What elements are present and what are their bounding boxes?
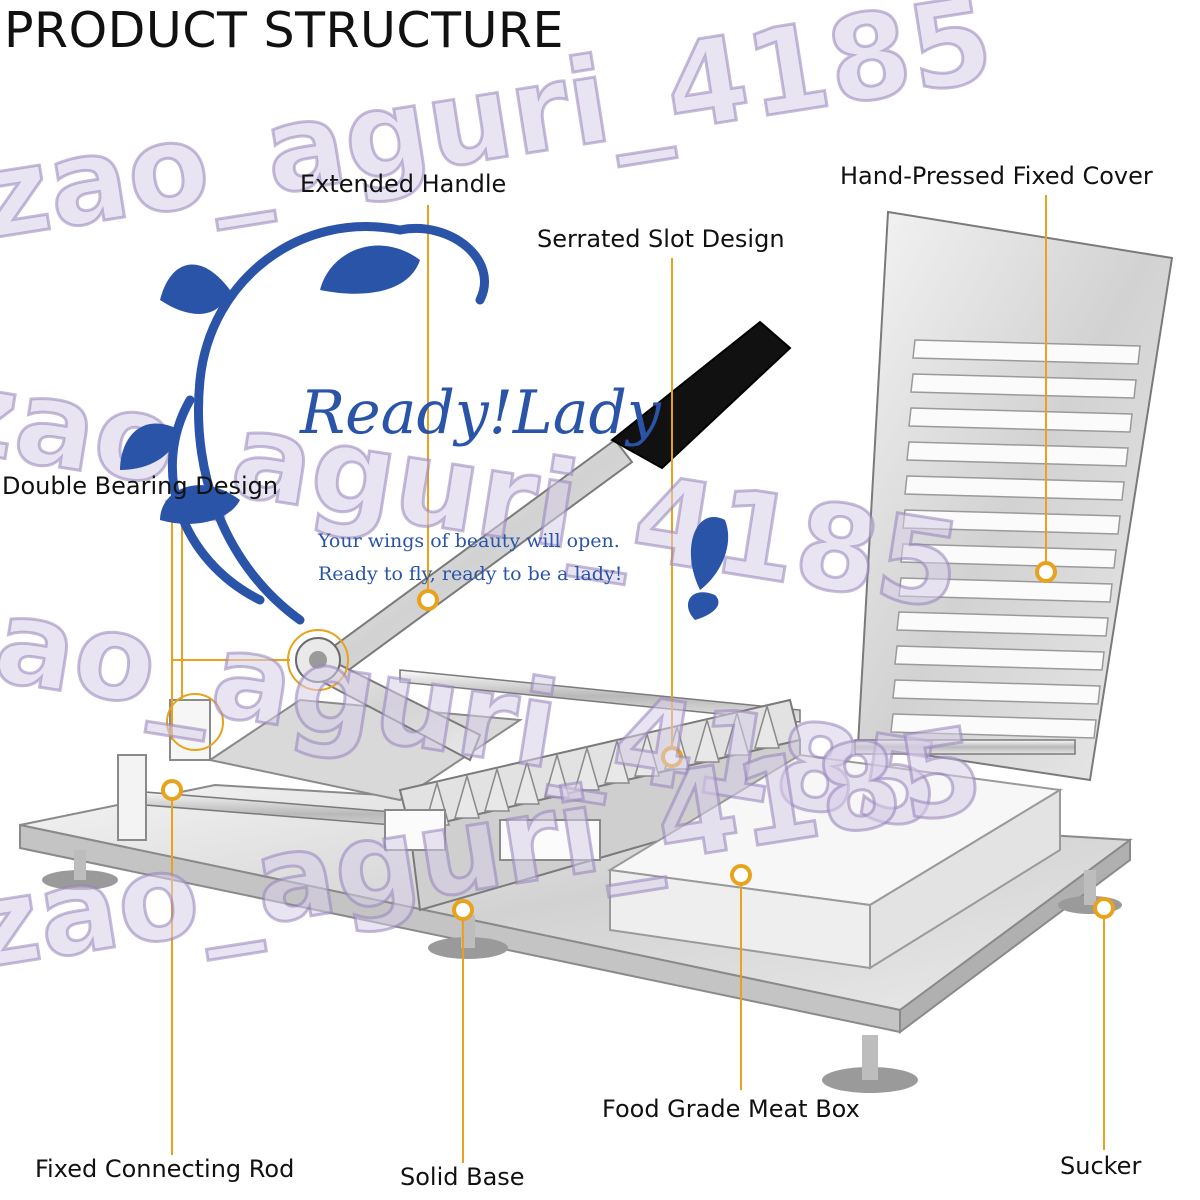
hand-pressed-cover <box>854 210 1174 782</box>
serrated-tooth <box>754 703 780 749</box>
label-hand-pressed-cover: Hand-Pressed Fixed Cover <box>840 162 1153 190</box>
callout-markers <box>161 195 1115 1163</box>
callout-sucker-dot <box>1093 897 1115 919</box>
sucker-feet <box>42 850 1122 1093</box>
label-extended-handle: Extended Handle <box>300 170 507 198</box>
serrated-tooth <box>514 759 540 805</box>
callout-double-bearing-ring <box>287 629 349 691</box>
callout-double-bearing-ring <box>166 693 224 751</box>
brand-tagline: Your wings of beauty will open. <box>318 530 620 552</box>
label-meat-box: Food Grade Meat Box <box>602 1095 860 1123</box>
cover-slot <box>912 339 1141 365</box>
serrated-tooth <box>694 717 720 763</box>
cover-slots <box>890 339 1141 739</box>
cover-slot <box>896 611 1109 637</box>
callout-hand-pressed-cover-dot <box>1035 561 1057 583</box>
label-solid-base: Solid Base <box>400 1163 525 1191</box>
cover-slot <box>910 373 1137 399</box>
handle-assembly <box>295 320 792 762</box>
page-title: PRODUCT STRUCTURE <box>4 2 564 59</box>
brand-tagline: Ready to fly, ready to be a lady! <box>318 563 623 585</box>
cover-slot <box>892 679 1101 705</box>
callout-fixed-connecting-rod-dot <box>161 779 183 801</box>
label-fixed-connecting-rod: Fixed Connecting Rod <box>35 1155 295 1183</box>
cover-slot <box>906 441 1129 467</box>
serrated-slot-block <box>384 698 802 912</box>
serrated-tooth <box>724 710 750 756</box>
label-serrated-slot: Serrated Slot Design <box>537 225 785 253</box>
serrated-tooth <box>544 752 570 798</box>
cover-slot <box>890 713 1097 739</box>
serrated-tooth <box>574 745 600 791</box>
serrated-tooth <box>454 773 480 819</box>
callout-solid-base-dot <box>452 899 474 921</box>
label-double-bearing: Double Bearing Design <box>2 472 279 500</box>
callout-extended-handle-dot <box>417 589 439 611</box>
cover-slot <box>894 645 1105 671</box>
serrated-tooth <box>484 766 510 812</box>
cover-slot <box>904 475 1125 501</box>
cover-slot <box>902 509 1121 535</box>
callout-meat-box-dot <box>730 864 752 886</box>
serrated-tooth <box>634 731 660 777</box>
cover-slot <box>908 407 1133 433</box>
callout-serrated-slot-dot <box>661 746 683 768</box>
serrated-tooth <box>604 738 630 784</box>
serrated-teeth <box>424 703 780 826</box>
brand-logo: Ready!Lady <box>300 378 661 448</box>
label-sucker: Sucker <box>1060 1152 1142 1180</box>
